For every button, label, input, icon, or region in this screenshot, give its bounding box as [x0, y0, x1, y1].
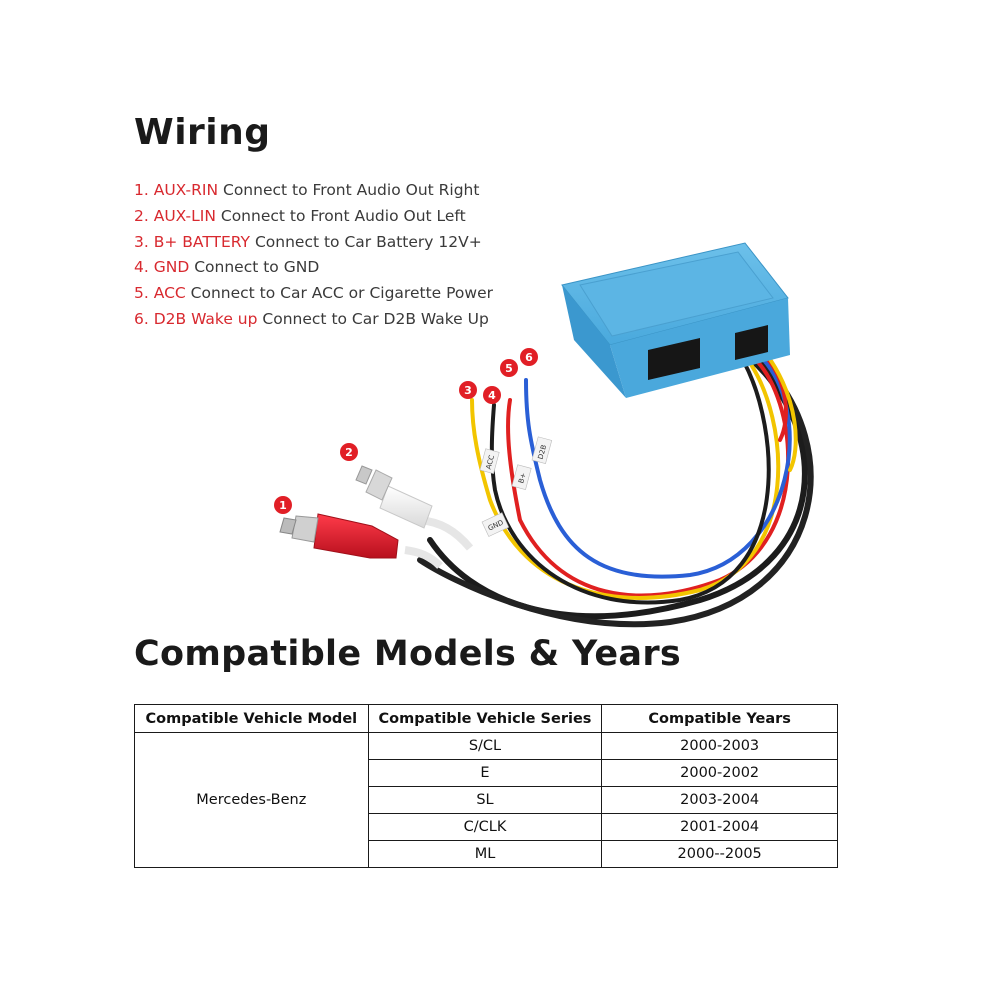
svg-text:6: 6 [525, 351, 533, 364]
red-rca-plug [279, 513, 443, 569]
wiring-item-name: B+ BATTERY [153, 232, 251, 251]
wiring-title: Wiring [134, 112, 271, 153]
header-series: Compatible Vehicle Series [367, 704, 603, 733]
wiring-item-desc: Connect to Car ACC or Cigarette Power [190, 284, 493, 303]
rca-cables [417, 355, 814, 628]
cell-series: E [367, 759, 603, 787]
compat-table: Compatible Vehicle Model Compatible Vehi… [134, 704, 838, 868]
wiring-item: 2. AUX-LIN Connect to Front Audio Out Le… [134, 204, 493, 230]
marker-2: 2 [340, 443, 358, 461]
wiring-item-number: 3. [134, 232, 149, 251]
wiring-item-number: 2. [134, 206, 149, 225]
table-row: Mercedes-Benz S/CL 2000-2003 [134, 732, 838, 868]
wiring-item: 1. AUX-RIN Connect to Front Audio Out Ri… [134, 178, 493, 204]
wiring-item-name: AUX-LIN [153, 206, 216, 225]
cell-series: ML [367, 840, 603, 868]
wiring-item-number: 1. [134, 181, 149, 199]
tag-acc: ACC [485, 454, 496, 470]
svg-text:5: 5 [505, 362, 513, 375]
wiring-item-name: ACC [153, 284, 186, 303]
svg-text:1: 1 [279, 499, 287, 512]
header-years: Compatible Years [601, 704, 838, 733]
svg-text:3: 3 [464, 384, 472, 397]
wiring-item-desc: Connect to Front Audio Out Left [220, 206, 466, 225]
wiring-item: 5. ACC Connect to Car ACC or Cigarette P… [134, 281, 493, 307]
wiring-item-name: GND [153, 258, 190, 277]
wiring-item-name: AUX-RIN [153, 181, 219, 199]
svg-text:2: 2 [345, 446, 353, 459]
marker-5: 5 [500, 359, 518, 377]
wiring-item: 6. D2B Wake up Connect to Car D2B Wake U… [134, 307, 493, 333]
wiring-item: 3. B+ BATTERY Connect to Car Battery 12V… [134, 230, 493, 256]
marker-6: 6 [520, 348, 538, 366]
wiring-item-name: D2B Wake up [153, 309, 258, 328]
cell-years: 2000-2003 [601, 732, 838, 760]
wiring-item-desc: Connect to Car D2B Wake Up [262, 309, 489, 328]
marker-1: 1 [274, 496, 292, 514]
compat-title: Compatible Models & Years [134, 634, 682, 674]
table-row: ML 2000--2005 [135, 840, 838, 868]
cell-series: SL [367, 786, 603, 814]
number-markers: 1 2 3 4 5 6 [274, 348, 538, 514]
wiring-item-desc: Connect to Car Battery 12V+ [254, 232, 482, 251]
marker-3: 3 [459, 381, 477, 399]
table-header-row: Compatible Vehicle Model Compatible Vehi… [134, 704, 838, 733]
wiring-item-number: 5. [134, 284, 149, 303]
header-model: Compatible Vehicle Model [134, 704, 369, 733]
table-row: C/CLK 2001-2004 [135, 813, 838, 841]
cell-years: 2001-2004 [601, 813, 838, 841]
cell-years: 2003-2004 [601, 786, 838, 814]
svg-text:4: 4 [488, 389, 496, 402]
wiring-list: 1. AUX-RIN Connect to Front Audio Out Ri… [134, 178, 493, 333]
cell-years: 2000-2002 [601, 759, 838, 787]
cell-model: Mercedes-Benz [134, 732, 369, 868]
converter-box [561, 242, 790, 398]
white-rca-plug [355, 465, 474, 551]
wire-tags: GND B+ ACC D2B [479, 436, 553, 537]
wiring-item: 4. GND Connect to GND [134, 255, 493, 281]
wiring-item-desc: Connect to Front Audio Out Right [223, 181, 480, 199]
marker-4: 4 [483, 386, 501, 404]
cell-series: S/CL [367, 732, 603, 760]
table-row: E 2000-2002 [135, 759, 838, 787]
wiring-item-number: 6. [134, 309, 149, 328]
wiring-item-number: 4. [134, 258, 149, 277]
tag-d2b: D2B [537, 444, 549, 460]
tag-battery: B+ [517, 472, 528, 485]
cell-series: C/CLK [367, 813, 603, 841]
cell-years: 2000--2005 [601, 840, 838, 868]
wiring-item-desc: Connect to GND [194, 258, 320, 277]
